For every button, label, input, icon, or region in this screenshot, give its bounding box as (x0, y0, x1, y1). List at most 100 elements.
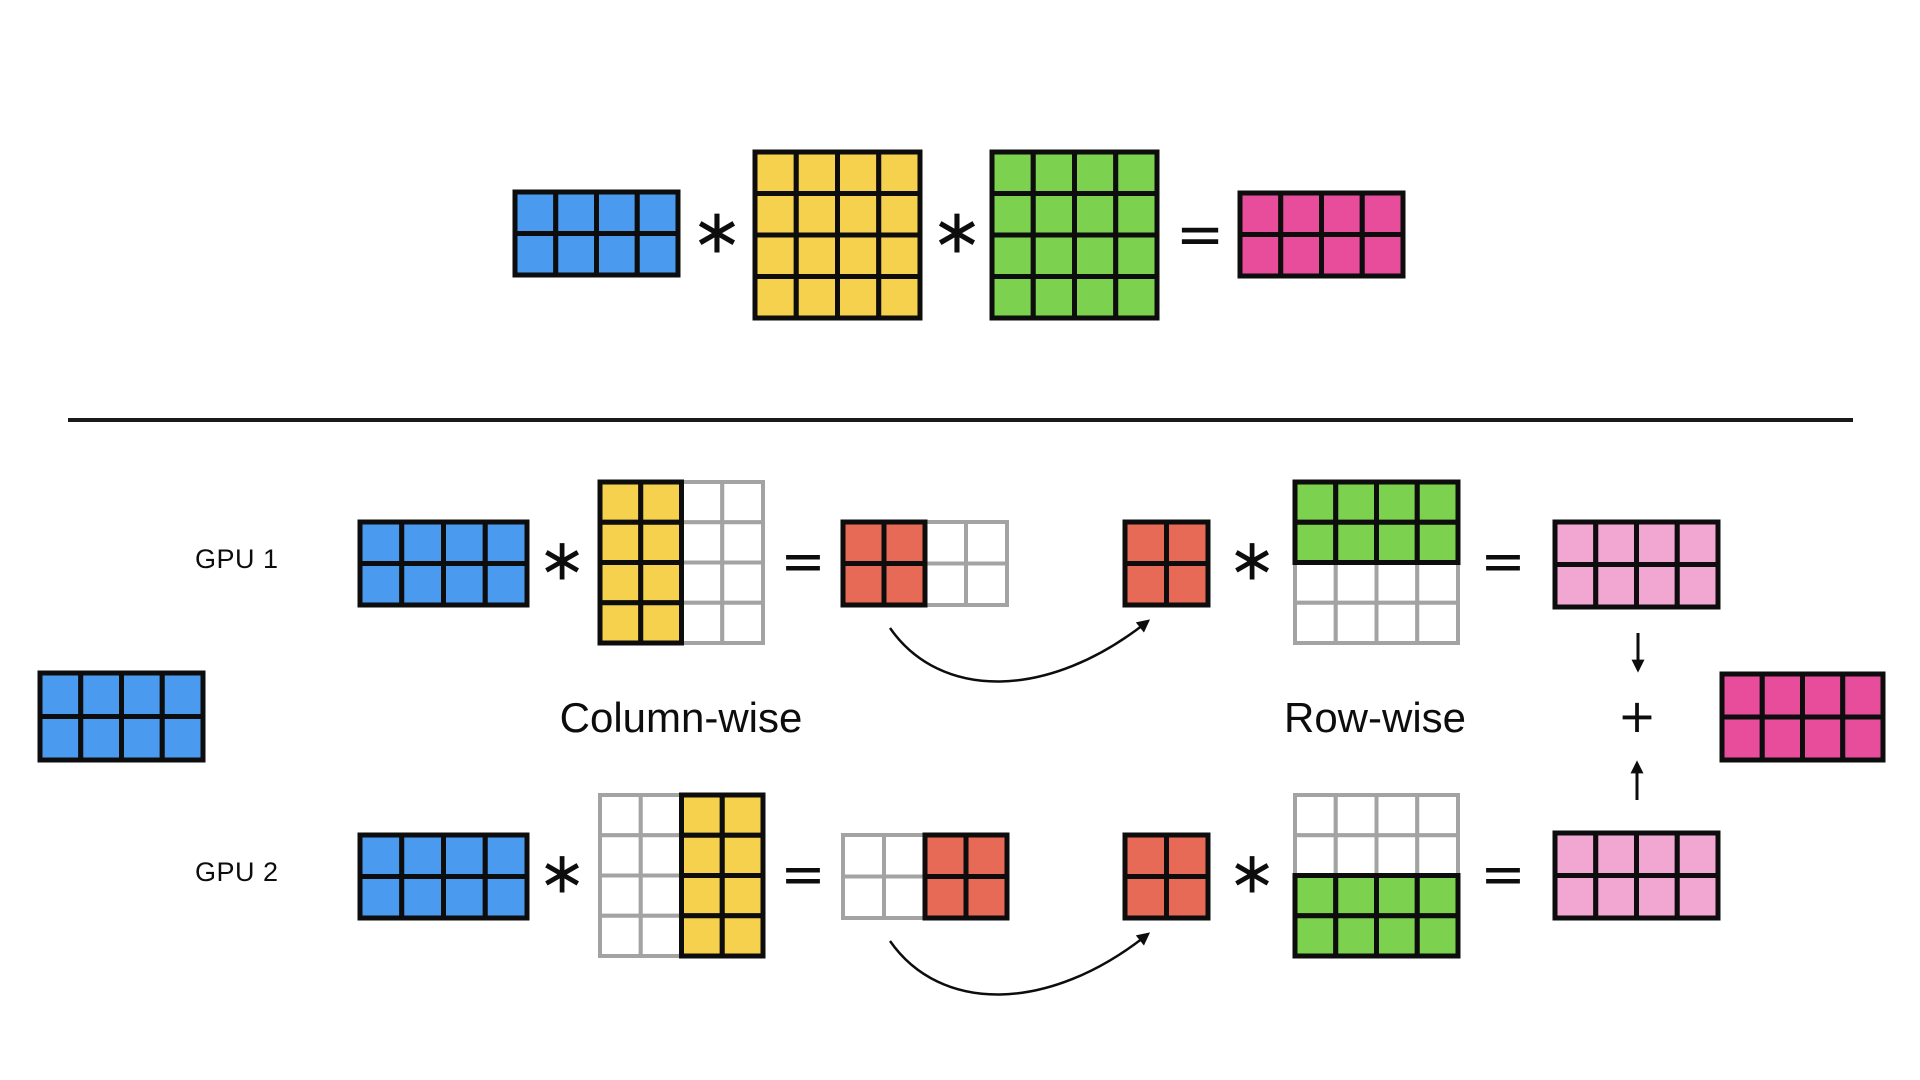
gpu2-partial-result-cell (922, 874, 969, 921)
gpu1-weight-a-left-cols-cell (597, 600, 644, 646)
top-output-matrix-cell (1237, 232, 1284, 279)
final-output-matrix-cell (1840, 671, 1886, 720)
multiply-op-top-2: ∗ (931, 194, 983, 268)
gpu2-output-matrix-cell (1674, 830, 1721, 878)
gpu2-weight-b-bottom-rows-cell (1333, 833, 1379, 878)
gpu2-weight-b-bottom-rows-cell (1414, 913, 1461, 959)
gpu1-weight-b-top-rows-cell (1292, 479, 1339, 525)
gpu1-weight-a-left-cols-cell (597, 479, 644, 525)
left-input-matrix (37, 670, 206, 763)
gpu1-weight-a-left-cols-cell (679, 560, 725, 605)
gpu2-input-matrix-cell (399, 874, 446, 921)
gpu1-weight-b-top-rows-cell (1374, 479, 1420, 525)
final-output-matrix-cell (1800, 714, 1846, 763)
gpu2-weight-a-right-cols-cell (719, 873, 766, 919)
gpu1-extracted-block-cell (1122, 561, 1169, 608)
top-weight-b-matrix-cell (1072, 274, 1119, 321)
left-input-matrix-cell (37, 670, 84, 719)
gpu2-input-matrix-cell (441, 874, 488, 921)
top-input-matrix (512, 189, 681, 278)
gpu1-weight-a-left-cols-cell (720, 560, 765, 605)
gpu2-weight-a-right-cols-cell (638, 913, 684, 958)
gpu2-weight-b-bottom-rows-cell (1374, 833, 1420, 878)
gpu1-weight-b-top-rows-cell (1293, 600, 1338, 645)
top-input-matrix-cell (634, 231, 681, 278)
gpu2-extracted-block (1122, 832, 1211, 921)
gpu2-output-matrix-cell (1634, 830, 1680, 878)
gpu1-label: GPU 1 (195, 544, 279, 574)
gpu2-weight-b-bottom-rows-cell (1374, 793, 1420, 838)
gpu1-extracted-block-cell (1164, 519, 1211, 566)
gpu2-output-matrix (1552, 830, 1721, 921)
gpu2-weight-b-bottom-rows-cell (1415, 833, 1460, 878)
gpu2-partial-result-cell (841, 874, 886, 920)
gpu1-weight-b-top-rows-cell (1374, 600, 1420, 645)
top-output-matrix-cell (1237, 190, 1284, 237)
top-weight-b-matrix-cell (1072, 232, 1119, 279)
gpu2-gather-arrow (888, 932, 1151, 996)
multiply-op-top-1: ∗ (691, 194, 743, 268)
gpu2-weight-a-right-cols-cell (719, 792, 766, 838)
top-output-matrix-cell (1359, 190, 1406, 237)
gpu2-output-matrix-cell (1552, 873, 1599, 921)
gpu2-weight-b-bottom-rows-cell (1374, 873, 1420, 919)
final-output-matrix-cell (1719, 671, 1765, 720)
top-input-matrix-cell (553, 231, 599, 278)
gpu1-input-matrix (357, 519, 530, 608)
gpu1-output-matrix-cell (1552, 562, 1599, 610)
gpu1-weight-b-top-rows-cell (1374, 519, 1420, 565)
gpu2-weight-a-right-cols-cell (679, 873, 725, 919)
gpu2-weight-b-bottom-rows-cell (1374, 913, 1420, 959)
gpu1-weight-a-left-cols-cell (638, 479, 684, 525)
top-input-matrix-cell (594, 231, 640, 278)
multiply-op-gpu2-2: ∗ (1227, 838, 1277, 907)
top-weight-b-matrix-cell (989, 149, 1036, 196)
gpu1-weight-b-top-rows-cell (1333, 519, 1379, 565)
gpu1-weight-a-left-cols-cell (720, 600, 765, 645)
top-weight-a-matrix-cell (876, 232, 923, 279)
final-output-matrix-cell (1800, 671, 1846, 720)
equals-op-top: = (1175, 200, 1225, 268)
left-input-matrix-cell (119, 714, 165, 763)
left-input-matrix-cell (159, 670, 206, 719)
top-weight-a-matrix-cell (793, 232, 840, 279)
gpu1-partial-result-cell (964, 520, 1009, 566)
top-weight-b-matrix (989, 149, 1160, 321)
final-output-matrix-cell (1759, 714, 1805, 763)
gpu1-weight-a-left-cols (597, 479, 765, 646)
top-output-matrix-cell (1359, 232, 1406, 279)
gpu1-weight-b-top-rows-cell (1415, 560, 1460, 605)
gpu2-weight-b-bottom-rows-cell (1292, 913, 1339, 959)
gpu2-output-matrix-cell (1593, 873, 1639, 921)
gpu1-partial-result-cell (881, 519, 928, 566)
gpu2-weight-b-bottom-rows-cell (1333, 873, 1379, 919)
top-weight-b-matrix-cell (1113, 149, 1160, 196)
gpu1-weight-b-top-rows-cell (1333, 600, 1379, 645)
top-weight-a-matrix-cell (876, 274, 923, 321)
top-weight-a-matrix-cell (752, 232, 799, 279)
top-input-matrix-cell (512, 231, 559, 278)
top-output-matrix-cell (1319, 190, 1365, 237)
top-weight-b-matrix-cell (989, 274, 1036, 321)
gpu1-output-matrix-cell (1593, 562, 1639, 610)
gpu2-weight-a-right-cols (598, 792, 766, 959)
left-input-matrix-cell (78, 714, 124, 763)
equals-op-gpu2-1: = (780, 843, 826, 906)
multiply-op-gpu2-1: ∗ (537, 838, 587, 907)
gpu1-weight-a-left-cols-cell (679, 600, 725, 645)
gpu1-input-matrix-cell (441, 519, 488, 566)
multiply-op-gpu1-2: ∗ (1227, 525, 1277, 594)
gpu2-weight-a-right-cols-cell (638, 833, 684, 878)
gpu1-weight-b-top-rows-cell (1414, 479, 1461, 525)
gpu1-partial-result-cell (881, 561, 928, 608)
gpu1-weight-b-top-rows-cell (1414, 519, 1461, 565)
final-output-matrix-cell (1719, 714, 1765, 763)
gpu1-extracted-block-cell (1122, 519, 1169, 566)
gpu1-weight-b-top-rows-cell (1374, 560, 1420, 605)
gpu1-weight-b-top-rows-cell (1333, 479, 1379, 525)
gpu1-input-matrix-cell (357, 519, 405, 566)
top-weight-a-matrix-cell (752, 191, 799, 238)
gpu2-partial-result-cell (963, 832, 1010, 879)
gpu1-gather-arrow (888, 619, 1151, 683)
